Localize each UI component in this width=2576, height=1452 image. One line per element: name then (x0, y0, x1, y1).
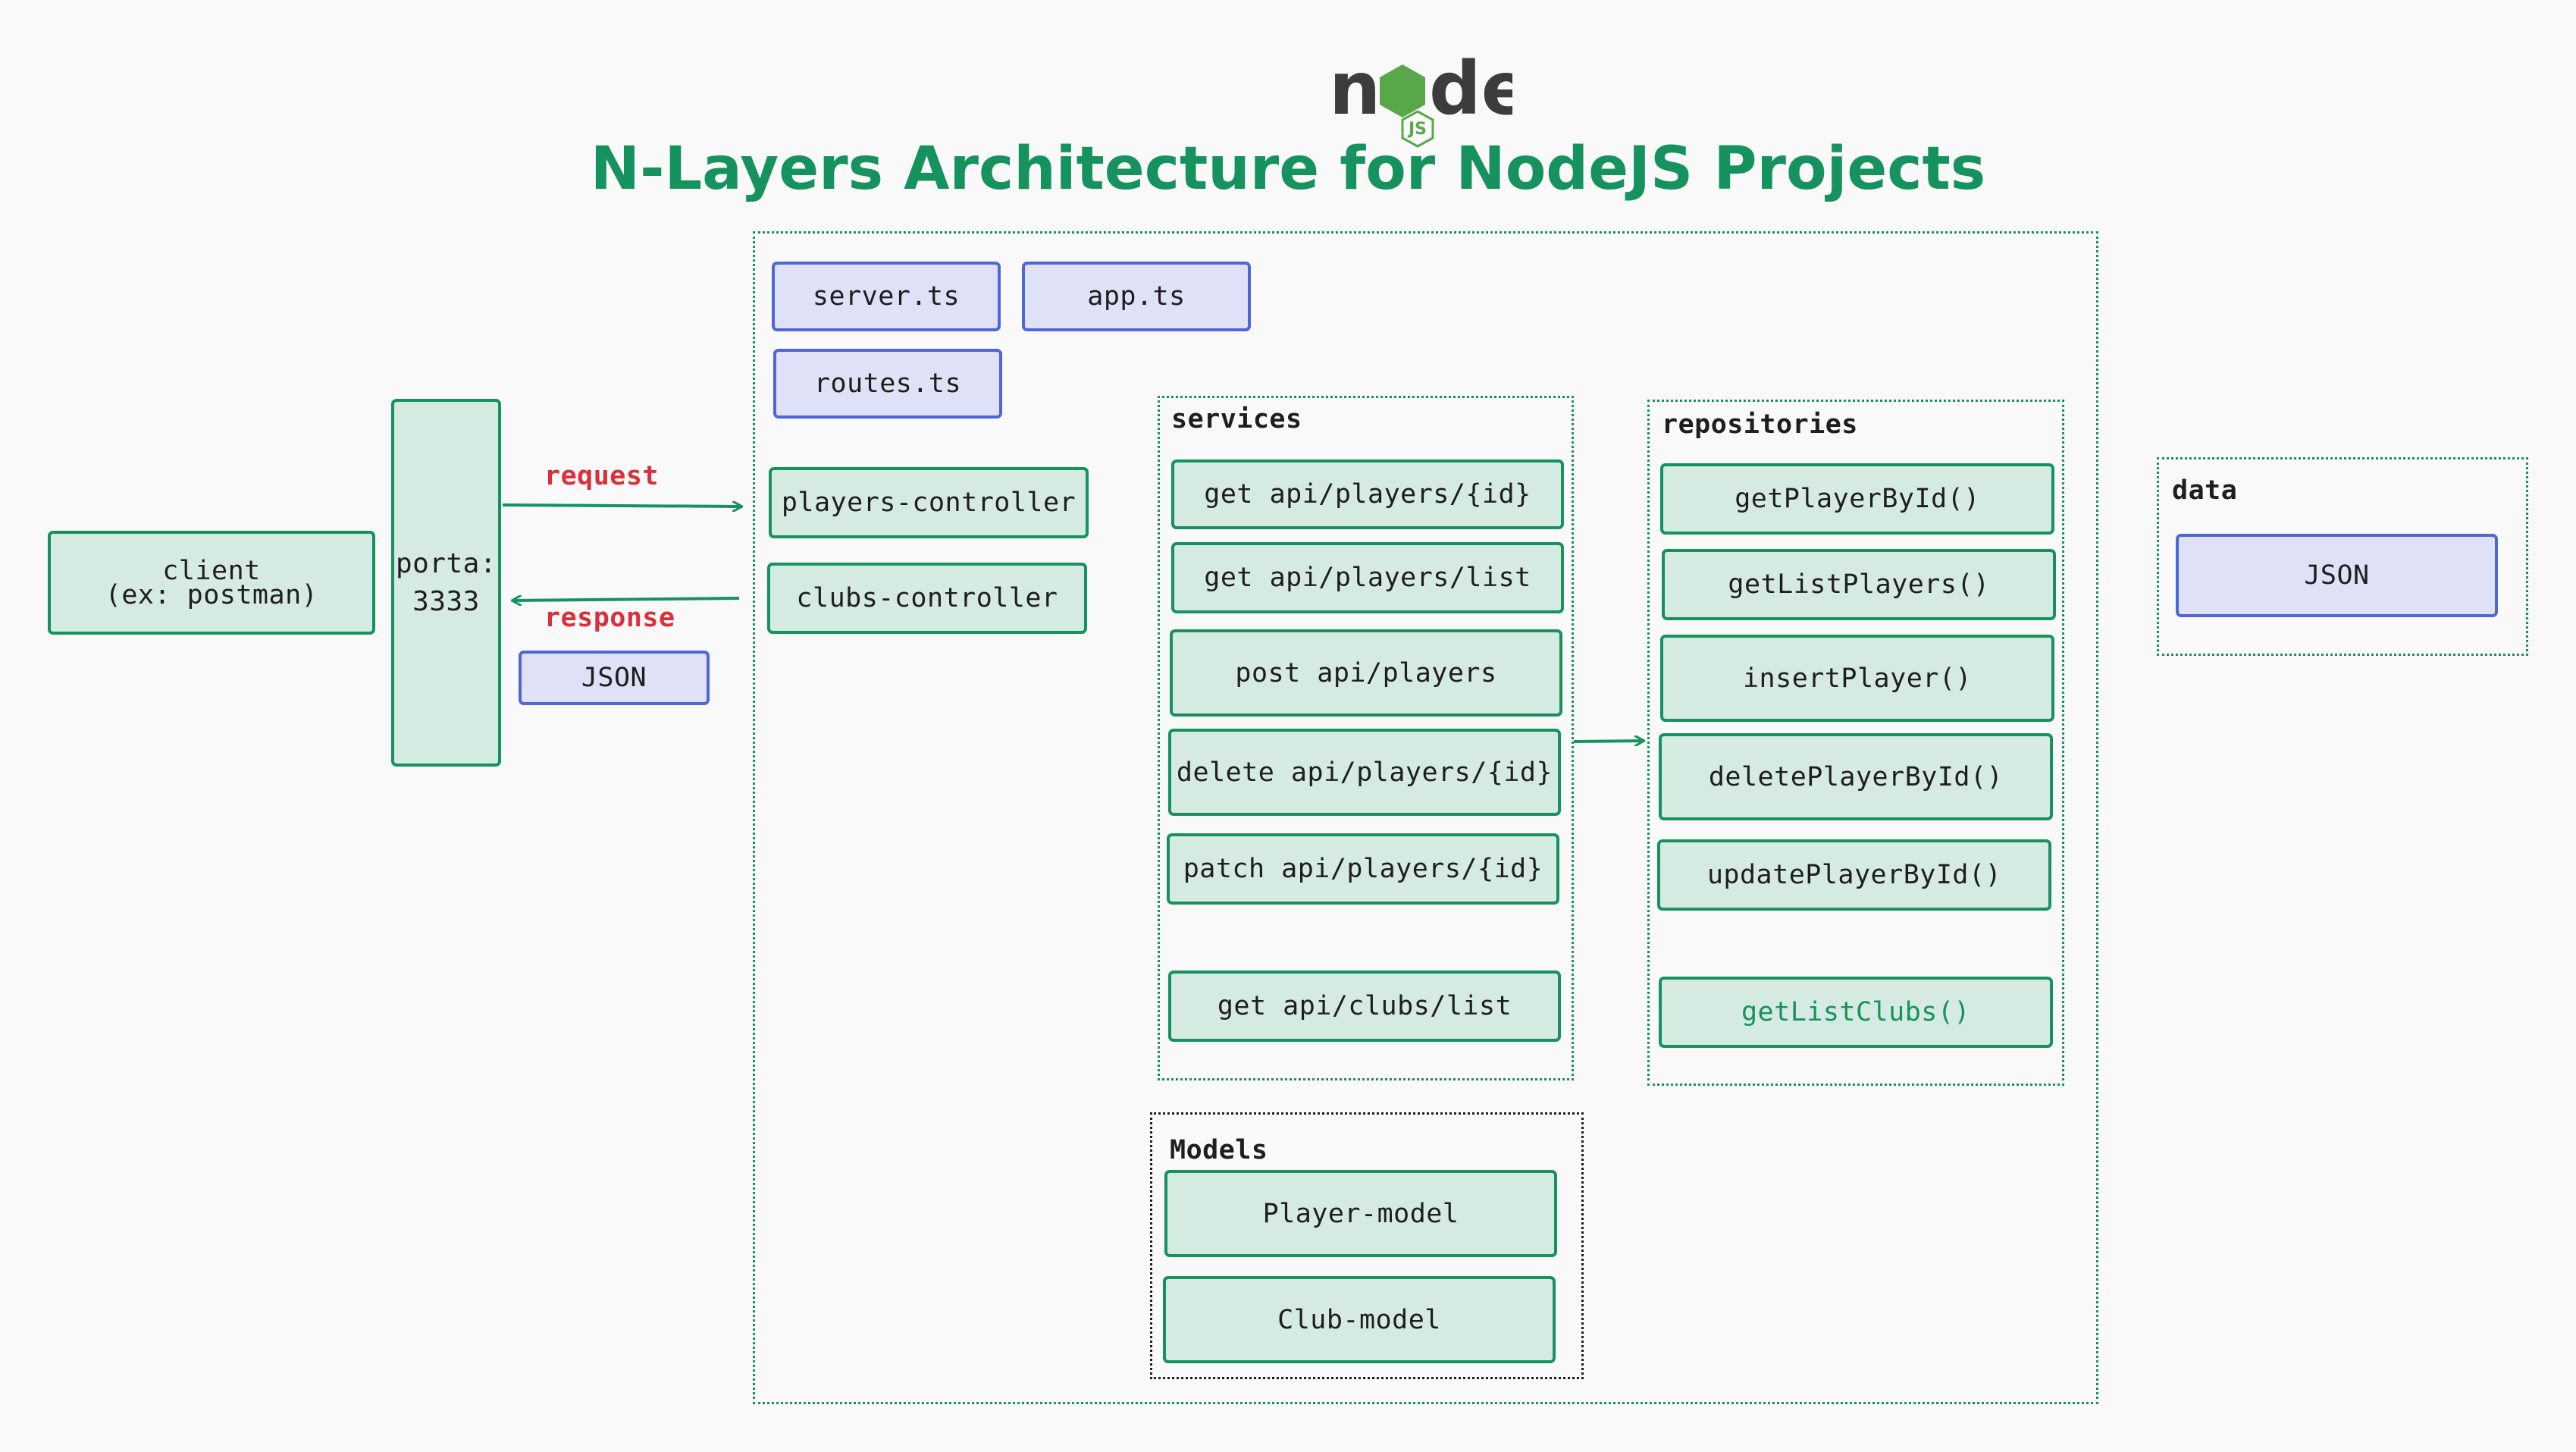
services-label: services (1171, 404, 1302, 434)
request-arrow (502, 505, 741, 506)
data-label: data (2172, 475, 2238, 506)
porta-box: porta: 3333 (391, 399, 501, 767)
repo-get-list-players: getListPlayers() (1662, 549, 2056, 620)
server-file-box: server.ts (772, 262, 1001, 331)
services-to-repositories-arrow (1573, 741, 1644, 742)
service-get-players-list: get api/players/list (1171, 542, 1564, 613)
nodejs-logo-icon: n de JS (1329, 46, 1531, 148)
clubs-controller-box: clubs-controller (767, 563, 1087, 634)
repo-get-player-by-id: getPlayerById() (1660, 463, 2054, 535)
players-controller-box: players-controller (769, 467, 1089, 538)
routes-file-box: routes.ts (773, 349, 1002, 419)
client-box: client (ex: postman) (48, 531, 375, 635)
repo-insert-player: insertPlayer() (1660, 635, 2054, 722)
player-model-box: Player-model (1164, 1170, 1557, 1257)
models-zone (1150, 1112, 1584, 1379)
service-post-player: post api/players (1170, 629, 1562, 717)
logo-letter-n: n (1329, 46, 1380, 131)
response-label: response (544, 603, 675, 633)
models-label: Models (1170, 1135, 1268, 1165)
service-get-player-by-id: get api/players/{id} (1171, 459, 1564, 529)
service-get-clubs-list: get api/clubs/list (1168, 971, 1561, 1042)
repo-delete-player-by-id: deletePlayerById() (1659, 733, 2053, 820)
porta-label: porta: (395, 547, 497, 579)
nodejs-logo: n de JS (1323, 42, 1531, 155)
repositories-label: repositories (1662, 409, 1858, 440)
club-model-box: Club-model (1163, 1276, 1556, 1363)
request-label: request (544, 461, 660, 491)
response-arrow (512, 598, 740, 601)
data-zone (2157, 457, 2528, 656)
app-file-box: app.ts (1022, 262, 1251, 331)
app-zone (753, 231, 2098, 1404)
repositories-zone (1647, 400, 2064, 1086)
repo-get-list-clubs: getListClubs() (1659, 977, 2053, 1048)
service-patch-player: patch api/players/{id} (1167, 833, 1559, 905)
service-delete-player: delete api/players/{id} (1168, 729, 1561, 816)
response-json-box: JSON (519, 651, 710, 705)
porta-number: 3333 (412, 585, 480, 617)
data-json-box: JSON (2176, 534, 2498, 617)
repo-update-player-by-id: updatePlayerById() (1657, 839, 2051, 911)
services-zone (1158, 396, 1574, 1080)
client-example: (ex: postman) (105, 579, 318, 610)
page-title: N-Layers Architecture for NodeJS Project… (590, 135, 1986, 203)
logo-js-badge: JS (1407, 120, 1427, 139)
client-label: client (162, 555, 261, 586)
